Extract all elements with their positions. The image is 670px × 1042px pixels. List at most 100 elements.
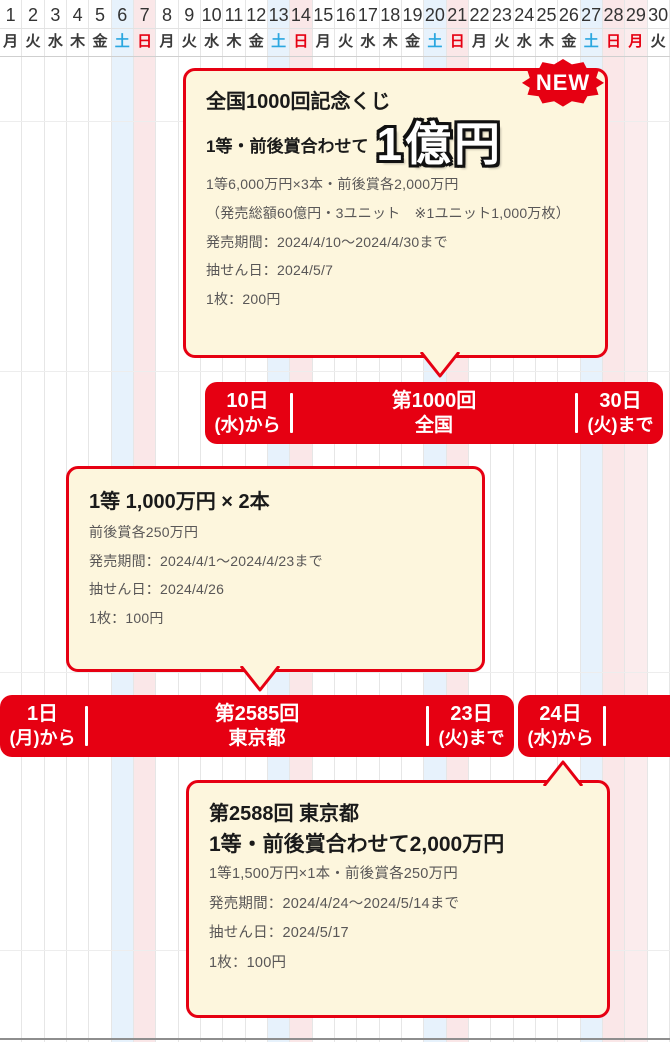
date-label: 16	[335, 5, 356, 25]
weekday-label: 月	[628, 33, 644, 50]
bar-divider	[290, 393, 293, 433]
bar-start-section: 10日 (水)から	[205, 389, 290, 437]
detail-line: 1枚：100円	[89, 610, 164, 627]
sales-bar-national[interactable]: 10日 (水)から 第1000回 全国 30日 (火)まで	[205, 382, 663, 444]
date-label: 3	[50, 5, 61, 25]
date-label: 18	[380, 5, 401, 25]
card-title: 1等 1,000万円 × 2本	[89, 491, 270, 513]
detail-line: 1枚：100円	[209, 955, 287, 972]
date-label: 22	[469, 5, 490, 25]
bar-start-day: 24日	[539, 703, 582, 726]
date-label: 26	[558, 5, 579, 25]
bar-divider	[426, 706, 429, 746]
weekday-label: 月	[472, 33, 488, 50]
starburst-icon	[521, 58, 605, 107]
bar-start-note: (水)から	[527, 728, 594, 749]
weekday-label: 水	[204, 33, 220, 50]
weekday-label: 水	[360, 33, 376, 50]
weekday-label: 金	[561, 33, 577, 50]
card-national-lottery[interactable]: NEW 全国1000回記念くじ 1等・前後賞合わせて 1億円 1等6,000万円…	[183, 58, 608, 378]
weekday-label: 水	[47, 33, 63, 50]
weekday-label: 金	[248, 33, 264, 50]
date-label: 1	[5, 5, 16, 25]
prize-label: 1等・前後賞合わせて	[206, 136, 369, 156]
bar-start-section: 24日 (水)から	[518, 702, 603, 750]
detail-line: 1枚：200円	[206, 291, 281, 308]
bar-divider	[603, 706, 606, 746]
bar-end-day: 23日	[450, 703, 493, 726]
date-label: 19	[402, 5, 423, 25]
bar-end-day: 30日	[599, 390, 642, 413]
date-label: 7	[139, 5, 150, 25]
weekday-label: 日	[449, 33, 465, 50]
bar-round-number: 第2585回	[214, 702, 300, 725]
date-label: 4	[72, 5, 83, 25]
new-badge-label: NEW	[535, 70, 591, 95]
card-tokyo-2588[interactable]: 第2588回 東京都 1等・前後賞合わせて2,000万円 1等1,500万円×1…	[186, 760, 610, 1018]
weekday-label: 木	[70, 33, 86, 50]
date-label: 30	[648, 5, 669, 25]
prize-row: 1等・前後賞合わせて 1億円	[206, 118, 585, 170]
day-column-28: 28 日	[602, 0, 626, 1042]
calendar-bottom-border	[0, 1038, 670, 1040]
callout-tail-down	[239, 665, 281, 692]
card-title: 第2588回 東京都	[209, 803, 360, 825]
bar-start-note: (月)から	[9, 728, 76, 749]
bar-end-note: (火)まで	[438, 728, 505, 749]
date-label: 5	[94, 5, 105, 25]
date-label: 21	[447, 5, 468, 25]
detail-line: 前後賞各250万円	[89, 524, 199, 540]
bar-start-day: 10日	[226, 390, 269, 413]
weekday-label: 土	[271, 33, 287, 50]
date-label: 29	[625, 5, 646, 25]
detail-line: 抽せん日：2024/5/17	[209, 925, 349, 942]
weekday-label: 火	[650, 33, 666, 50]
bar-end-section: 30日 (火)まで	[578, 389, 663, 437]
date-label: 23	[491, 5, 512, 25]
bar-start-day: 1日	[26, 703, 59, 726]
bar-region: 東京都	[228, 727, 286, 749]
weekday-label: 月	[159, 33, 175, 50]
weekday-label: 土	[583, 33, 599, 50]
detail-line: （発売総額60億円・3ユニット ※1ユニット1,000万枚）	[206, 204, 570, 221]
detail-line: 発売期間：2024/4/24～2024/5/14まで	[209, 895, 460, 912]
date-label: 28	[603, 5, 624, 25]
date-label: 6	[117, 5, 128, 25]
card-tokyo-2585[interactable]: 1等 1,000万円 × 2本 前後賞各250万円 発売期間：2024/4/1～…	[66, 466, 485, 692]
date-label: 25	[536, 5, 557, 25]
weekday-label: 土	[427, 33, 443, 50]
weekday-label: 木	[382, 33, 398, 50]
detail-line: 発売期間：2024/4/10～2024/4/30まで	[206, 233, 448, 250]
weekday-label: 金	[405, 33, 421, 50]
date-label: 20	[424, 5, 445, 25]
weekday-label: 月	[3, 33, 19, 50]
weekday-label: 日	[293, 33, 309, 50]
grid-hline	[0, 371, 670, 372]
card-subtitle: 1等・前後賞合わせて2,000万円	[209, 833, 505, 856]
bar-start-section: 1日 (月)から	[0, 702, 85, 750]
sales-bar-tokyo-2585[interactable]: 1日 (月)から 第2585回 東京都 23日 (火)まで	[0, 695, 514, 757]
header-row-divider	[0, 28, 670, 29]
bar-center-section: 第2585回 東京都	[88, 702, 426, 751]
detail-line: 抽せん日：2024/4/26	[89, 581, 225, 598]
date-label: 2	[27, 5, 38, 25]
bar-divider	[85, 706, 88, 746]
date-label: 9	[184, 5, 195, 25]
callout-tail-up	[542, 760, 584, 787]
date-label: 8	[161, 5, 172, 25]
date-label: 13	[268, 5, 289, 25]
detail-line: 発売期間：2024/4/1～2024/4/23まで	[89, 552, 323, 569]
bar-end-note: (火)まで	[587, 415, 654, 436]
weekday-label: 水	[516, 33, 532, 50]
weekday-label: 土	[114, 33, 130, 50]
header-bottom-divider	[0, 56, 670, 57]
date-label: 12	[246, 5, 267, 25]
date-label: 15	[313, 5, 334, 25]
day-column-29: 29 月	[625, 0, 648, 1042]
sales-bar-tokyo-2588[interactable]: 24日 (水)から	[518, 695, 670, 757]
prize-amount: 1億円	[376, 118, 504, 170]
date-label: 11	[224, 5, 244, 25]
weekday-label: 日	[606, 33, 622, 50]
